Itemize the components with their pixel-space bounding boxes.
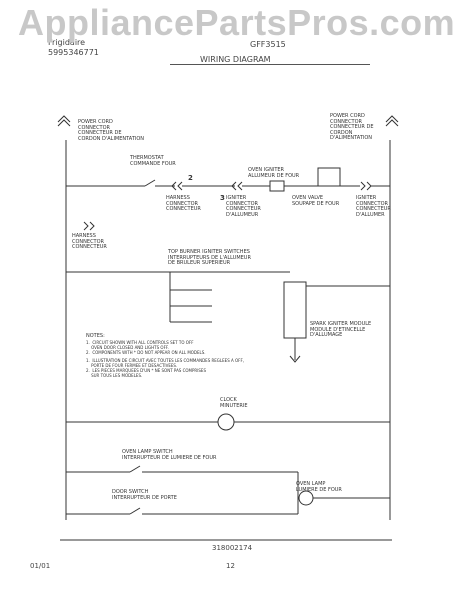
oven-valve-label: OVEN VALVE SOUPAPE DE FOUR	[292, 195, 340, 207]
label-3: 3	[220, 194, 225, 202]
harness-connector-mark	[171, 181, 177, 191]
spark-module-label: SPARK IGNITER MODULE MODULE D'ETINCELLE …	[310, 321, 372, 338]
oven-lamp-switch-label: OVEN LAMP SWITCH INTERRUPTEUR DE LUMIERE…	[122, 449, 217, 461]
brand-label: Frigidaire	[48, 38, 86, 47]
power-cord-left-label: POWER CORD CONNECTOR CONNECTEUR DE CORDO…	[78, 119, 145, 142]
igniter-connector-mark	[231, 181, 237, 191]
harness-connector-label: HARNESS CONNECTOR CONNECTEUR	[166, 195, 201, 212]
watermark: AppliancePartsPros.com	[18, 2, 456, 43]
oven-valve	[317, 167, 341, 187]
igniter-connector-label: IGNITER CONNECTOR CONNECTEUR D'ALLUMEUR	[226, 195, 261, 218]
harness-connector-left-mark	[89, 221, 95, 231]
clock-label: CLOCK MINUTERIE	[220, 397, 248, 409]
sheet-title: WIRING DIAGRAM	[200, 55, 271, 64]
power-cord-left-chevron	[57, 119, 71, 127]
notes-english: 1. CIRCUIT SHOWN WITH ALL CONTROLS SET T…	[86, 340, 206, 355]
oven-lamp-label: OVEN LAMP LUMIERE DE FOUR	[296, 481, 342, 493]
thermostat-label: THERMOSTAT COMMANDE FOUR	[130, 155, 176, 167]
power-cord-right-chevron	[385, 119, 399, 127]
oven-igniter-label: OVEN IGNITER ALLUMEUR DE FOUR	[248, 167, 300, 179]
spark-module	[283, 281, 307, 339]
oven-lamp	[298, 490, 314, 506]
diagram-number: 318002174	[212, 544, 253, 552]
notes-french: 1. ILLUSTRATION DE CIRCUIT AVEC TOUTES L…	[86, 358, 245, 378]
door-switch-label: DOOR SWITCH INTERRUPTEUR DE PORTE	[112, 489, 177, 501]
part-code-label: 5995346771	[48, 48, 99, 57]
oven-igniter	[269, 180, 285, 192]
header-divider	[170, 64, 370, 65]
notes-title: NOTES:	[86, 333, 105, 339]
igniter-connector-right-mark	[360, 181, 366, 191]
label-2: 2	[188, 174, 193, 182]
footer-page-number: 12	[226, 562, 235, 570]
harness-connector-left-label: HARNESS CONNECTOR CONNECTEUR	[72, 233, 107, 250]
footer-date: 01/01	[30, 562, 51, 570]
top-burner-switches-label: TOP BURNER IGNITER SWITCHES INTERRUPTEUR…	[168, 249, 251, 266]
model-label: GFF3515	[250, 40, 286, 49]
power-cord-right-label: POWER CORD CONNECTOR CONNECTEUR DE CORDO…	[330, 113, 374, 141]
clock	[217, 413, 235, 431]
igniter-connector-right-label: IGNITER CONNECTOR CONNECTEUR D'ALLUMER	[356, 195, 391, 218]
